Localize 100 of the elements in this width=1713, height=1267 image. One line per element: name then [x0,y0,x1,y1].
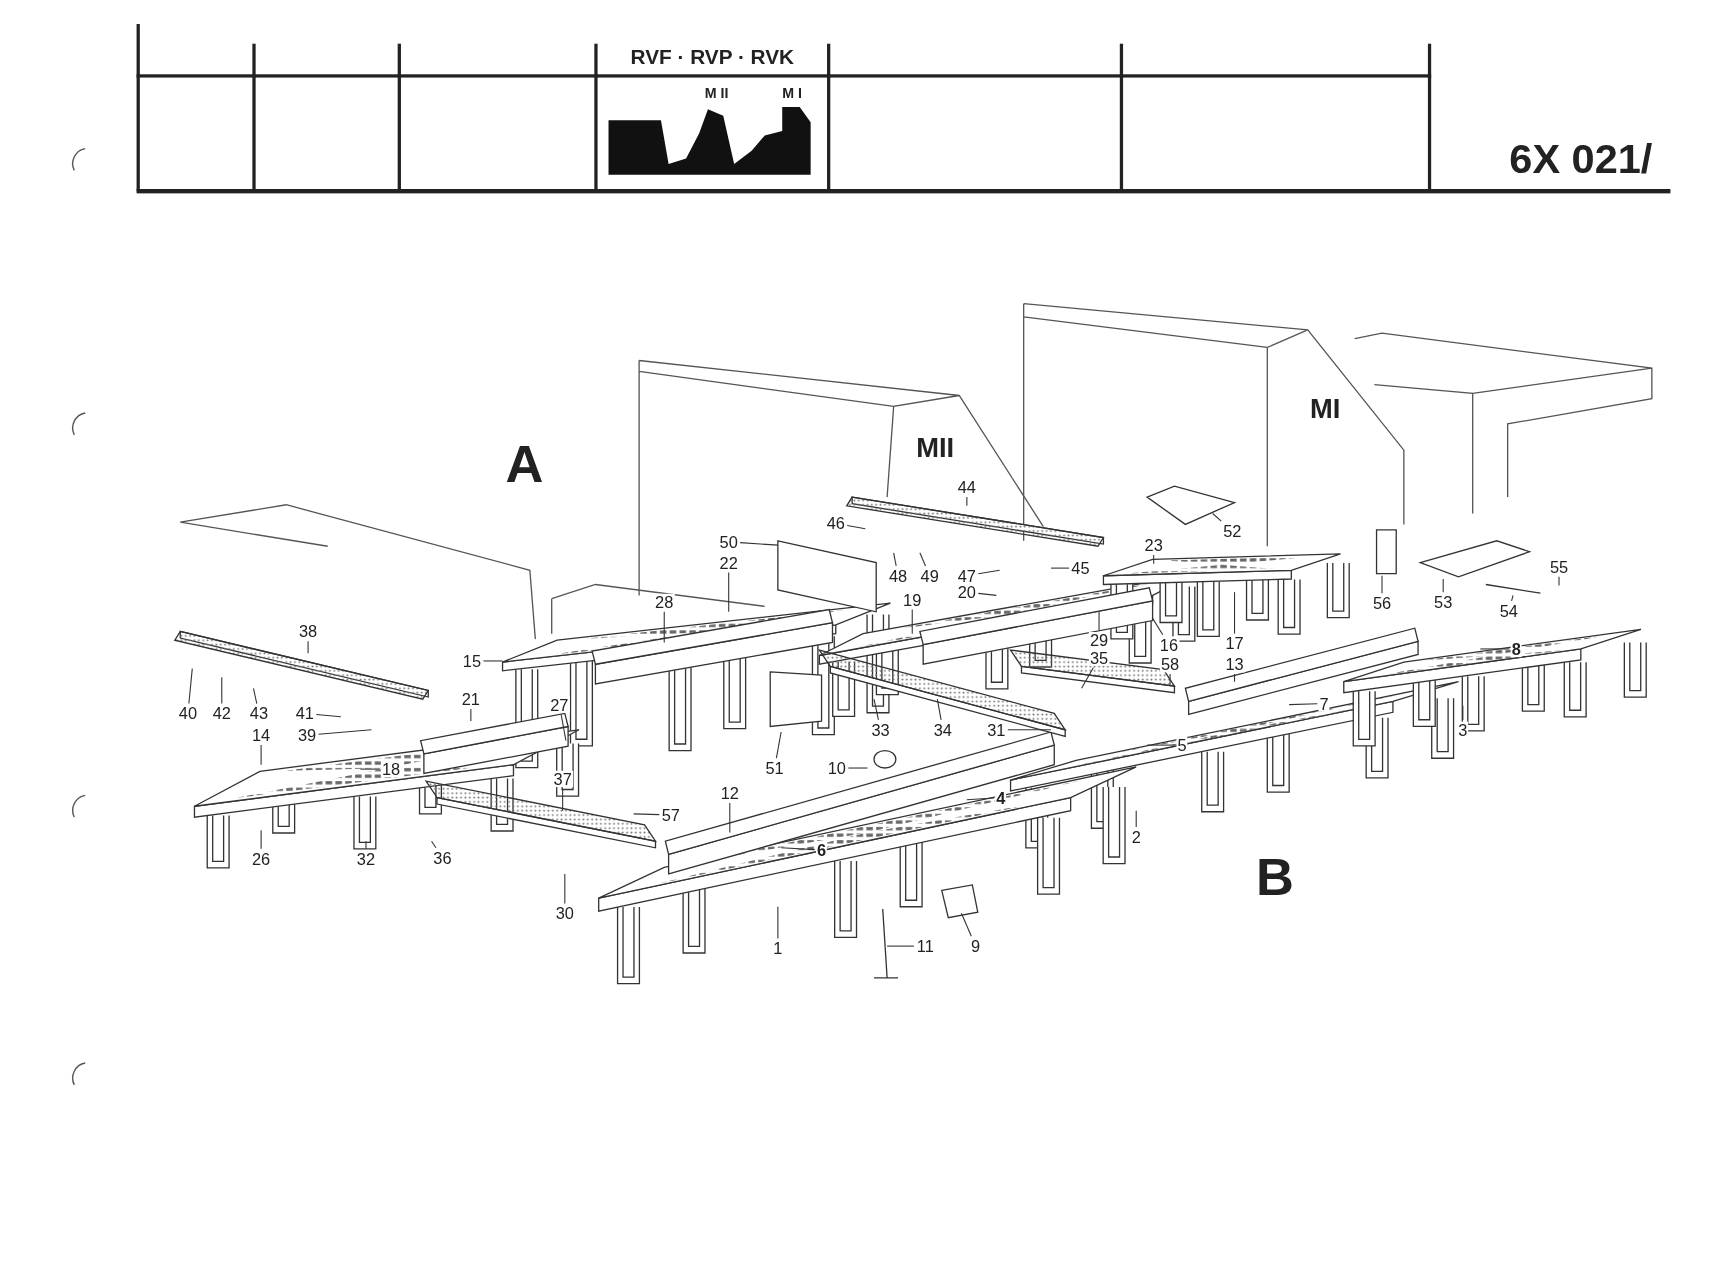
callout-number: 47 [956,567,978,584]
leader-line [1381,575,1383,594]
callout-number: 46 [825,515,846,532]
leader-line [315,713,342,718]
callout-number: 36 [432,849,453,866]
callout-number: 3 [1457,721,1469,738]
leader-line [960,912,972,937]
leader-line [936,698,942,721]
leader-line [1169,673,1171,686]
callout-number: 16 [1158,636,1180,653]
callout-number: 44 [956,479,978,496]
leader-line [1153,554,1155,565]
leader-line [188,668,193,705]
leader-line [560,713,567,742]
leader-line [482,660,504,662]
callout-number: 20 [956,583,978,601]
callout-number: 55 [1548,558,1570,576]
side-letter: B [1256,851,1294,904]
machine-label: M II [704,85,729,100]
callout-number: 28 [654,593,675,611]
callout-number: 6 [815,841,828,859]
leader-line [893,552,897,567]
leader-line [1288,703,1318,706]
leader-line [919,552,927,567]
leader-line [260,744,262,766]
leader-line [1081,666,1094,689]
leader-line [1098,611,1100,631]
callout-number: 27 [549,696,570,713]
callout-number: 29 [1088,632,1110,649]
leader-line [1152,617,1164,636]
leader-line [564,873,566,905]
leader-line [775,731,782,759]
callout-number: 50 [718,533,739,551]
leader-line [1135,810,1137,828]
callout-number: 22 [718,554,739,571]
leader-line [1479,648,1511,650]
leader-line [847,767,868,769]
leader-line [911,609,913,635]
callout-number: 42 [211,705,232,722]
leader-line [317,729,372,735]
callout-number: 53 [1433,593,1454,611]
leader-line [1007,729,1052,731]
callout-number: 1 [772,940,784,957]
leader-line [1050,567,1070,569]
callout-number: 41 [294,705,315,722]
callout-number: 56 [1371,594,1393,612]
callout-number: 17 [1224,635,1245,652]
leader-line [1511,594,1514,602]
callout-number: 19 [902,591,923,608]
leader-line [431,840,437,849]
leader-line [252,687,258,705]
callout-number: 48 [887,567,909,584]
leader-line [977,592,997,596]
callout-number: 45 [1070,559,1091,577]
leader-line [739,542,779,546]
callout-number: 54 [1498,602,1519,619]
callout-number: 4 [995,789,1007,806]
callout-number: 40 [177,705,199,722]
leader-line [1233,591,1236,635]
leader-line [307,640,309,654]
leader-line [1462,705,1464,721]
callout-number: 58 [1159,656,1181,673]
machine-label: MII [916,434,955,462]
machine-label: M I [782,85,802,100]
callout-number: 32 [355,850,377,867]
leader-line [633,813,660,816]
leader-line [977,569,1001,575]
callout-number: 38 [297,623,319,640]
leader-line [873,698,879,721]
callout-number: 37 [552,770,573,788]
callout-number: 9 [969,937,982,955]
model-series-text: RVF · RVP · RVK [630,46,795,68]
callout-number: 10 [826,759,848,777]
leader-line [1146,744,1176,746]
leader-line [470,708,472,722]
callout-number: 34 [932,721,954,738]
callout-number: 2 [1130,828,1142,846]
leader-line [966,797,995,801]
callout-number: 15 [461,652,483,670]
callout-number: 12 [719,784,740,802]
callout-number: 26 [250,850,272,867]
callout-number: 31 [986,721,1007,738]
callout-number: 57 [660,806,681,824]
leader-line [729,802,731,834]
drawing-number: 6X 021/ [1509,137,1653,180]
leader-line [663,611,665,643]
leader-line [846,524,866,530]
leader-line [966,496,968,507]
callout-number: 49 [919,567,940,584]
callout-number: 39 [296,727,318,744]
machine-label: MI [1310,394,1341,423]
leader-line [1442,578,1444,593]
leader-line [777,906,779,939]
leader-line [365,840,367,850]
callout-number: 14 [250,727,272,744]
callout-number: 5 [1176,736,1188,754]
leader-line [260,829,262,850]
callout-number: 13 [1224,656,1245,673]
callout-number: 23 [1143,536,1164,554]
callout-number: 18 [380,760,402,778]
